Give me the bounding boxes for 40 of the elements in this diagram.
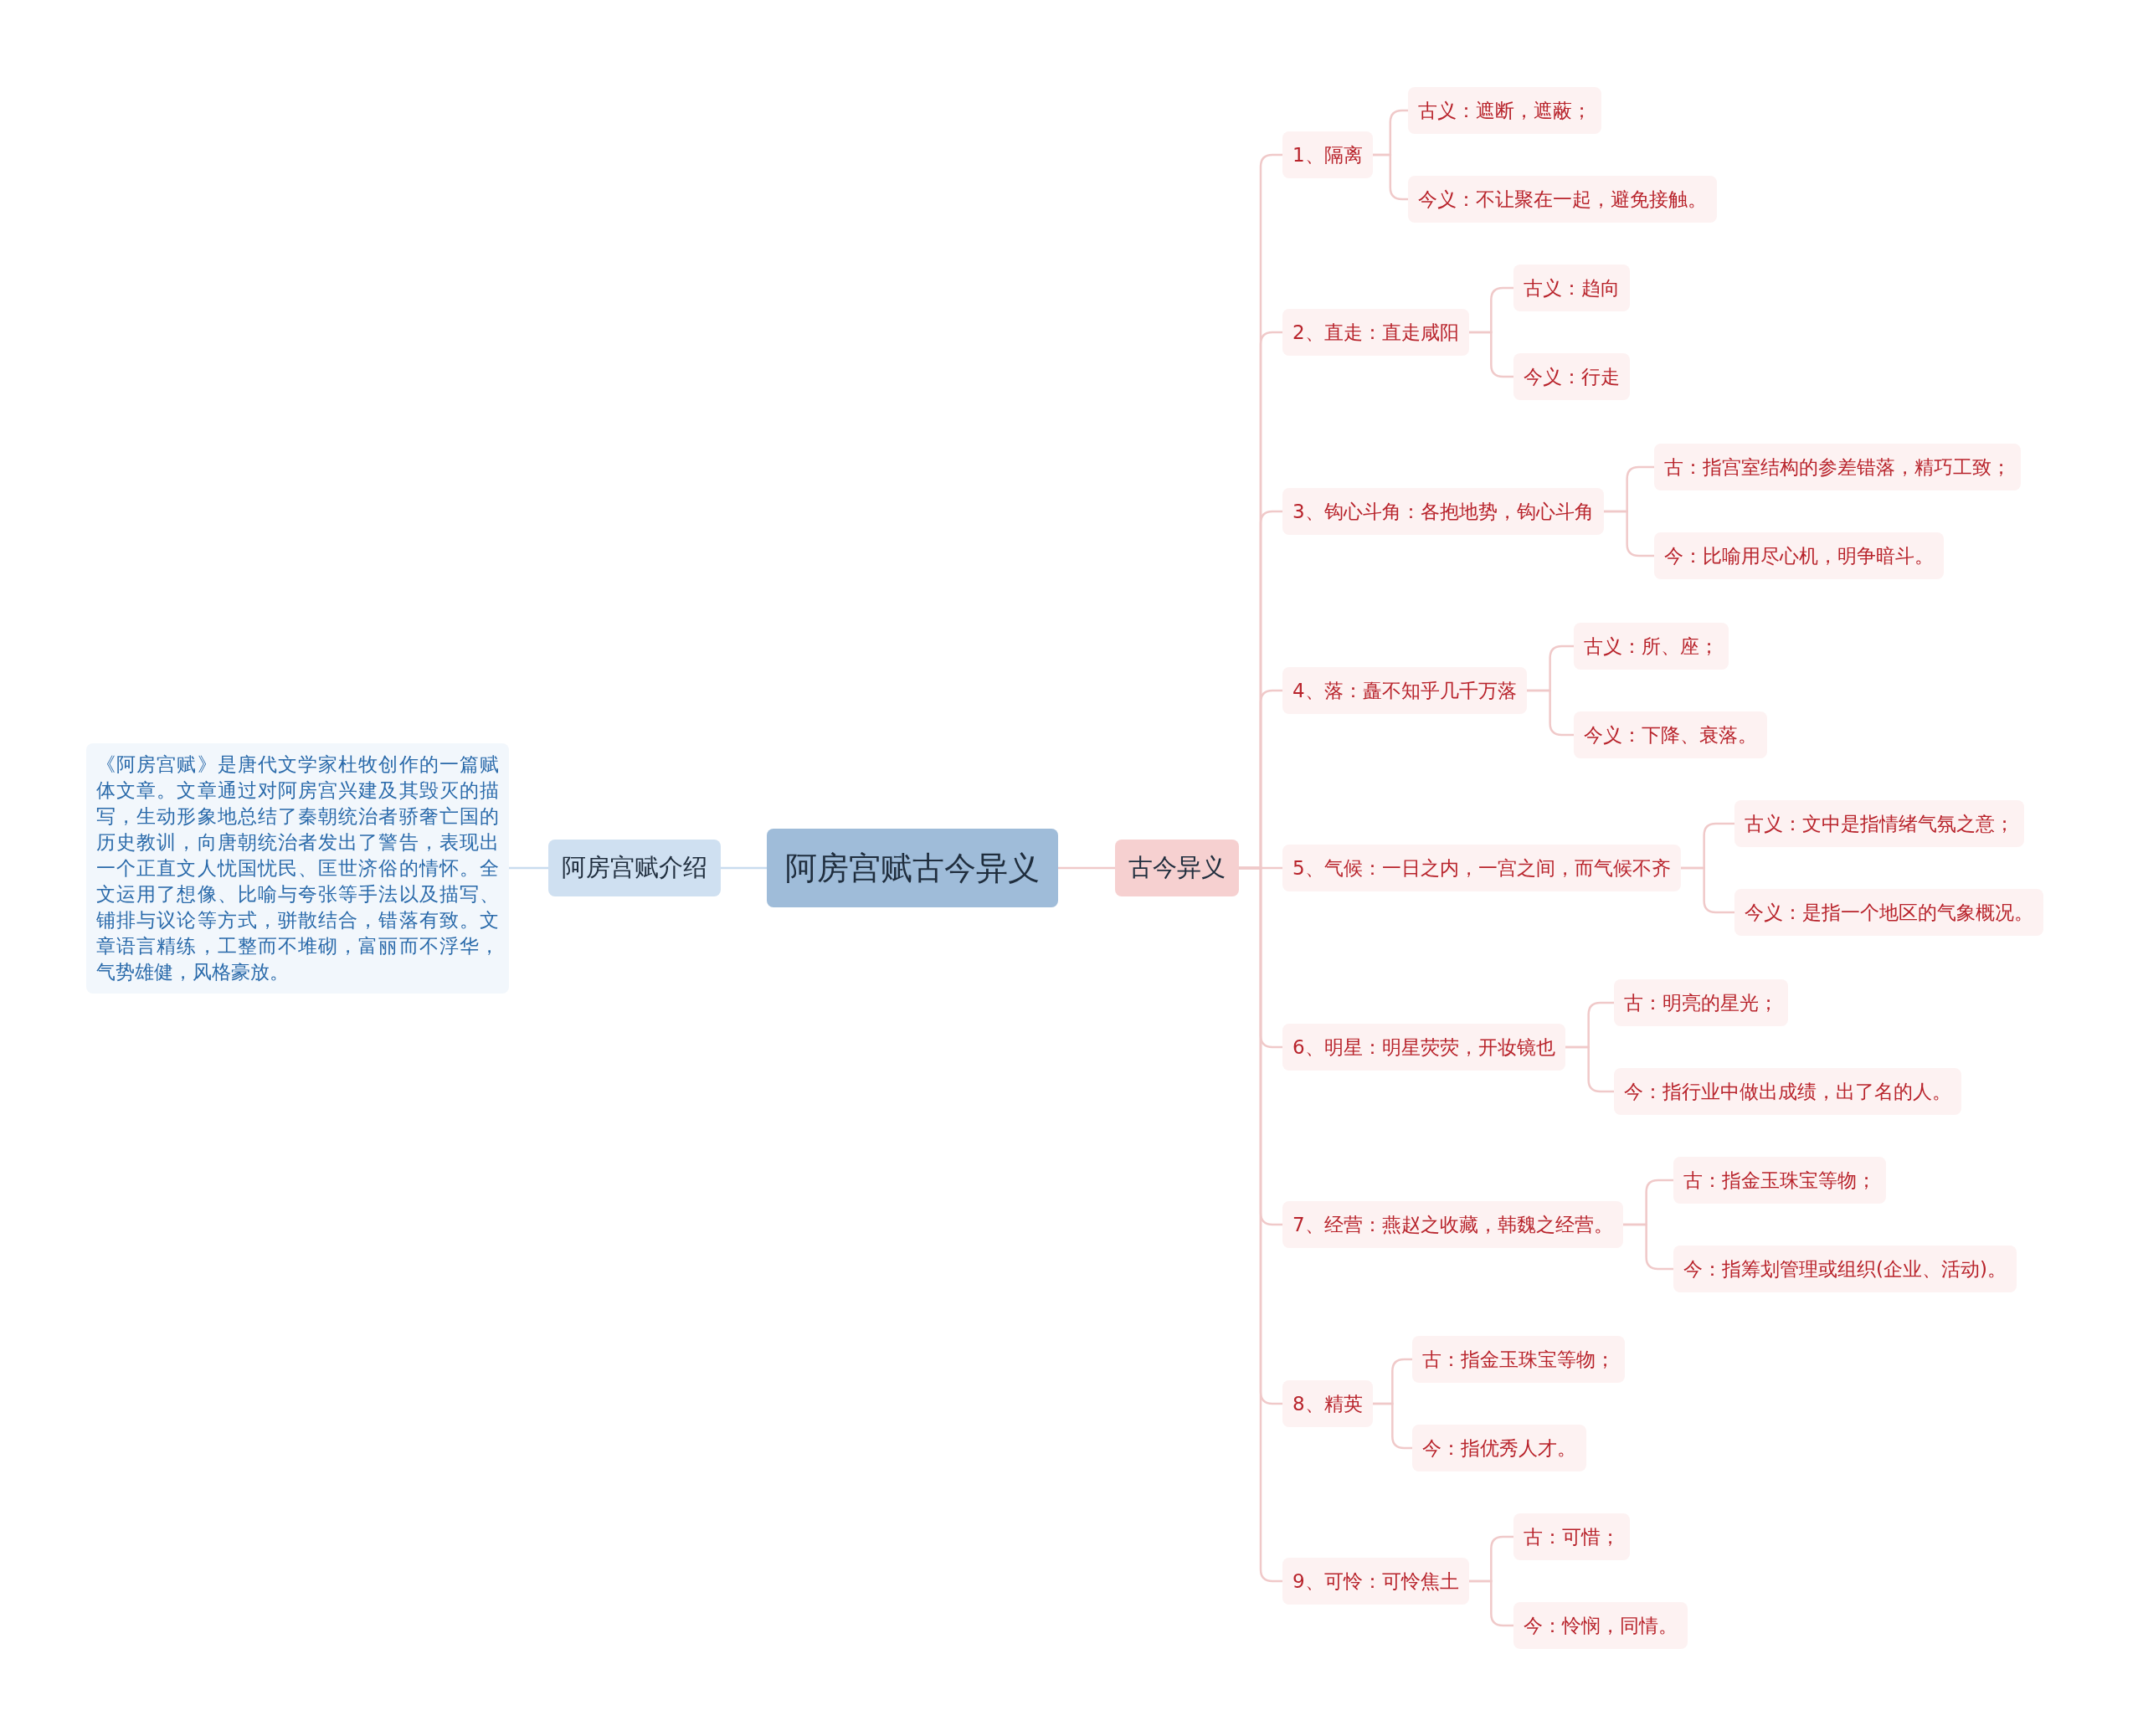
connector-line	[1058, 866, 1115, 870]
topic-box: 古今异义	[1115, 840, 1239, 896]
text-box: 《阿房宫赋》是唐代文学家杜牧创作的一篇赋体文章。文章通过对阿房宫兴建及其毁灭的描写，生动形象地总结了秦朝统治者骄奢亡国的历史教训，向唐朝统治者发出了警告，表现出一个正直文人忧国忧民、匡世济俗的情怀。全文运用了想像、比喻与夸张等手法以及描写、铺排与议论等方式，骈散结合，错落有致。文章语言精练，工整而不堆砌，富丽而不浮华，气势雄健，风格豪放。	[86, 742, 509, 994]
leaf-box: 古：指宫室结构的参差错落，精巧工致；	[1654, 444, 2021, 490]
leaf-box: 今义：是指一个地区的气象概况。	[1734, 889, 2043, 936]
leaf-box: 古：指金玉珠宝等物；	[1412, 1336, 1625, 1383]
leaf-box: 今：指筹划管理或组织(企业、活动)。	[1673, 1246, 2017, 1292]
branch-box: 4、落：矗不知乎几千万落	[1282, 667, 1527, 714]
connector-line	[1603, 510, 1654, 557]
connector-line	[721, 866, 767, 870]
branch-box: 3、钩心斗角：各抱地势，钩心斗角	[1282, 488, 1604, 535]
leaf-box: 古义：趋向	[1513, 265, 1630, 311]
leaf-box: 古：可惜；	[1513, 1513, 1630, 1560]
leaf-box: 古：指金玉珠宝等物；	[1673, 1157, 1886, 1204]
branch-box: 1、隔离	[1282, 131, 1373, 178]
branch-box: 2、直走：直走咸阳	[1282, 309, 1469, 356]
topic-box: 阿房宫赋介绍	[548, 840, 721, 896]
leaf-box: 古义：遮断，遮蔽；	[1408, 87, 1601, 134]
connector-line	[1372, 1402, 1412, 1450]
leaf-box: 今义：不让聚在一起，避免接触。	[1408, 176, 1717, 223]
leaf-box: 今义：行走	[1513, 353, 1630, 400]
branch-box: 9、可怜：可怜焦土	[1282, 1558, 1469, 1605]
branch-box: 8、精英	[1282, 1380, 1373, 1427]
leaf-box: 古义：文中是指情绪气氛之意；	[1734, 800, 2024, 847]
central-topic-box: 阿房宫赋古今异义	[767, 829, 1058, 907]
leaf-box: 今：比喻用尽心机，明争暗斗。	[1654, 532, 1944, 579]
connector-line	[1622, 1223, 1673, 1271]
leaf-box: 今：指行业中做出成绩，出了名的人。	[1614, 1068, 1961, 1115]
branch-box: 5、气候：一日之内，一宫之间，而气候不齐	[1282, 845, 1681, 891]
leaf-box: 古义：所、座；	[1574, 623, 1729, 670]
leaf-box: 今：指优秀人才。	[1412, 1425, 1586, 1471]
leaf-box: 今：怜悯，同情。	[1513, 1602, 1688, 1649]
connector-line	[509, 866, 548, 870]
connector-line	[1372, 153, 1408, 201]
leaf-box: 古：明亮的星光；	[1614, 979, 1788, 1026]
connector-line	[1565, 1045, 1614, 1093]
connector-line	[1680, 866, 1734, 914]
leaf-box: 今义：下降、衰落。	[1574, 711, 1767, 758]
branch-box: 7、经营：燕赵之收藏，韩魏之经营。	[1282, 1201, 1623, 1248]
branch-box: 6、明星：明星荧荧，开妆镜也	[1282, 1024, 1565, 1071]
